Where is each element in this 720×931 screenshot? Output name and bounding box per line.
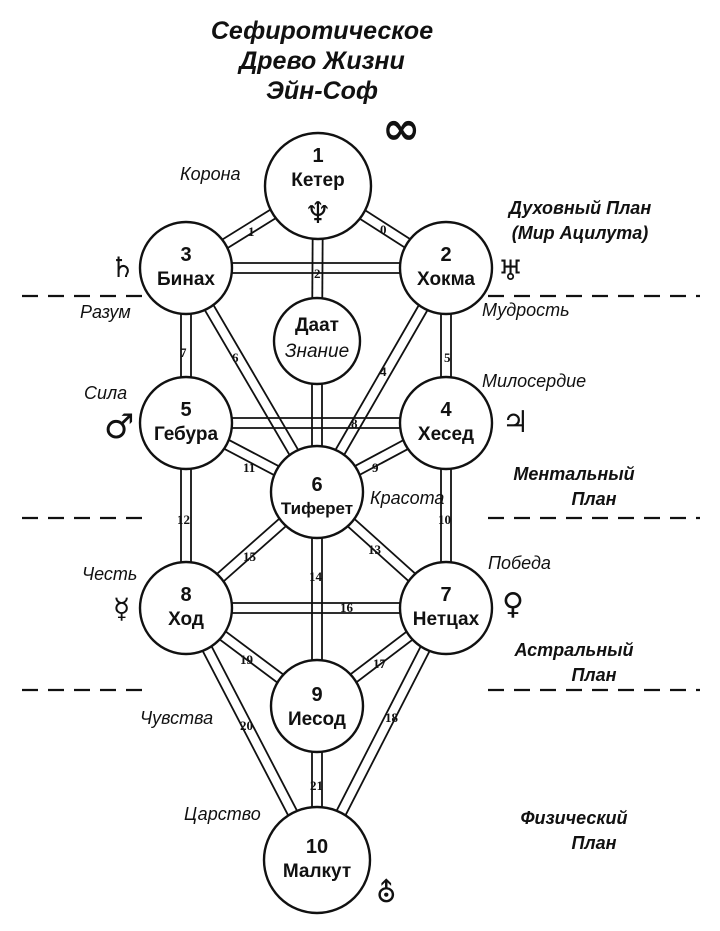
path-number: 10 (438, 512, 451, 527)
title-line-1: Сефиротическое (211, 17, 433, 45)
attribute-crown: Корона (180, 164, 241, 184)
sephira-keter-circle (263, 131, 373, 241)
path-number: 21 (310, 778, 323, 793)
sephirot-labels: 1 Кетер ♆ 2 Хокма 3 Бинах Даат Знание 4 … (154, 145, 480, 882)
path-number: 2 (314, 266, 321, 281)
plane-separators (22, 294, 700, 692)
attribute-wisdom: Мудрость (482, 300, 570, 320)
sephira-name: Кетер (291, 170, 344, 191)
sephira-binah-circle (138, 220, 234, 316)
plane-labels: Духовный План (Мир Ацилута) Ментальный П… (507, 198, 652, 853)
sephira-number: 9 (311, 684, 322, 706)
mercury-icon: ☿ (113, 592, 130, 625)
sephira-number: 10 (306, 836, 328, 858)
sephira-name: Иесод (288, 709, 346, 730)
sephira-number: 3 (180, 244, 191, 266)
path-number: 17 (373, 656, 387, 671)
sephira-name: Нетцах (413, 609, 480, 630)
sephira-number: 8 (180, 584, 191, 606)
sephira-number: 2 (440, 244, 451, 266)
sephira-name: Бинах (157, 269, 215, 290)
path-number: 16 (340, 600, 354, 615)
sephira-number: 4 (440, 399, 452, 421)
plane-mental-line-2: План (571, 489, 616, 509)
path-number: 5 (444, 350, 451, 365)
sephira-daat-circle (272, 296, 362, 386)
plane-spiritual-line-1: Духовный План (507, 198, 652, 218)
title-line-3: Эйн-Соф (266, 77, 378, 105)
path-number: 12 (177, 512, 190, 527)
sephira-name: Хесед (418, 424, 474, 445)
venus-icon: ♀ (502, 587, 524, 622)
sephira-number: 1 (312, 145, 323, 167)
plane-spiritual-line-2: (Мир Ацилута) (512, 223, 649, 243)
attribute-honor: Честь (82, 564, 137, 584)
plane-mental-line-1: Ментальный (513, 464, 634, 484)
planet-symbols: ∞ ♄ ♅ ♂ ♃ ☿ ♀ ⛢ (104, 101, 529, 909)
path-number: 1 (248, 224, 255, 239)
path-number: 13 (368, 542, 382, 557)
path-number: 8 (351, 416, 358, 431)
infinity-icon: ∞ (382, 101, 420, 155)
sephira-subtitle: Знание (285, 341, 349, 362)
plane-physical-line-2: План (571, 833, 616, 853)
sephira-chokmah-circle (398, 220, 494, 316)
path-number: 14 (309, 569, 323, 584)
attribute-strength: Сила (84, 383, 127, 403)
saturn-icon: ♄ (110, 251, 135, 284)
sephira-malkut-circle (262, 805, 372, 915)
path-number: 20 (240, 718, 253, 733)
attribute-labels: Корона Разум Мудрость Сила Милосердие Кр… (80, 164, 586, 824)
mars-icon: ♂ (104, 407, 134, 447)
sephira-name: Гебура (154, 424, 219, 445)
path-number: 11 (243, 460, 255, 475)
sephira-number: 5 (180, 399, 191, 421)
path-number: 6 (232, 350, 239, 365)
uranus-icon: ♅ (498, 254, 523, 287)
path-number: 18 (385, 710, 399, 725)
sephira-netzach-circle (398, 560, 494, 656)
path-numbers: 0 1 2 4 5 6 7 8 9 10 11 12 13 14 15 16 1… (177, 222, 451, 793)
sephira-number: 6 (311, 474, 322, 496)
sephira-hod-circle (138, 560, 234, 656)
title-line-2: Древо Жизни (237, 47, 405, 75)
sephira-name: Хокма (417, 269, 475, 290)
earth-icon: ⛢ (376, 876, 397, 909)
sephira-yesod-circle (269, 658, 365, 754)
path-number: 4 (380, 364, 387, 379)
sephira-name: Ход (168, 609, 204, 630)
path-number: 0 (380, 222, 387, 237)
sephira-name: Малкут (283, 861, 351, 882)
jupiter-icon: ♃ (502, 405, 529, 440)
sephira-number: 7 (440, 584, 451, 606)
plane-physical-line-1: Физический (520, 808, 627, 828)
neptune-icon: ♆ (305, 196, 332, 231)
attribute-kingdom: Царство (184, 804, 261, 824)
path-number: 7 (180, 345, 187, 360)
sephira-tiferet-circle (269, 444, 365, 540)
attribute-mercy: Милосердие (482, 371, 586, 391)
sephira-name: Даат (295, 315, 339, 336)
path-number: 15 (243, 549, 257, 564)
attribute-victory: Победа (488, 553, 551, 573)
sephira-name: Тиферет (281, 499, 353, 518)
path-number: 9 (372, 460, 379, 475)
sephira-geburah-circle (138, 375, 234, 471)
attribute-feelings: Чувства (140, 708, 213, 728)
attribute-reason: Разум (80, 302, 131, 322)
plane-astral-line-2: План (571, 665, 616, 685)
path-number: 19 (240, 652, 254, 667)
sephira-chesed-circle (398, 375, 494, 471)
attribute-beauty: Красота (370, 488, 444, 508)
sephirot (138, 131, 494, 915)
plane-astral-line-1: Астральный (514, 640, 634, 660)
